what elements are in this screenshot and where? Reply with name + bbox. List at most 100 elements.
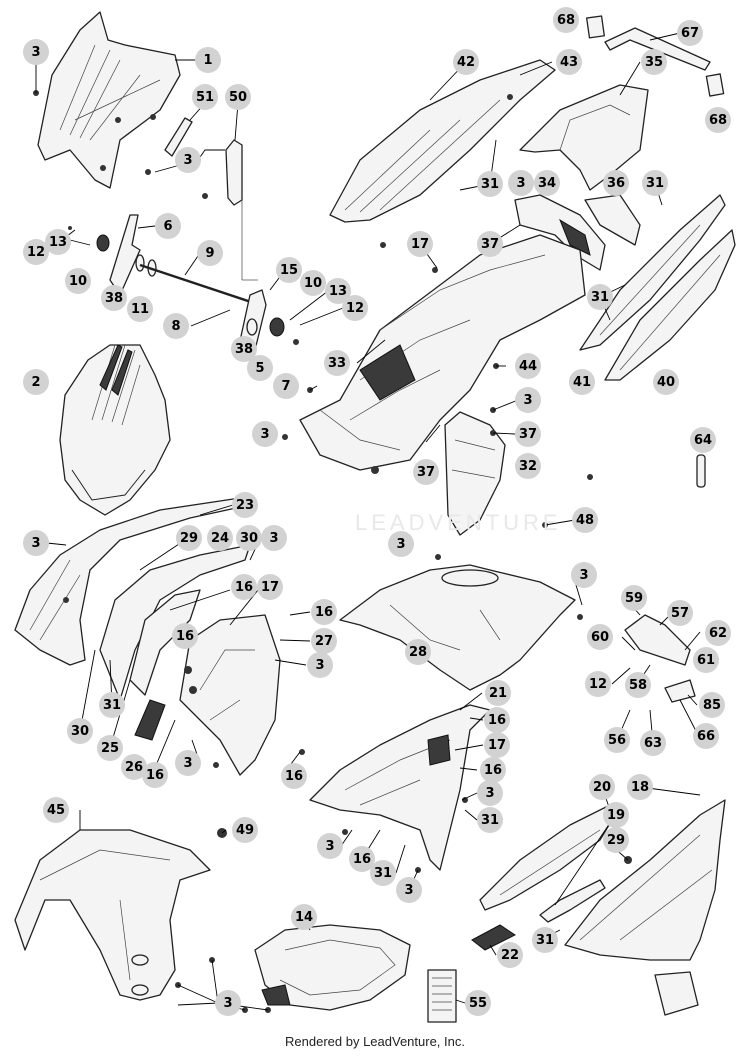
part-22-grille <box>471 924 516 951</box>
callout-circle <box>508 170 534 196</box>
callout-circle <box>640 730 666 756</box>
callout-circle <box>477 780 503 806</box>
callout-circle <box>342 295 368 321</box>
callout-circle <box>197 240 223 266</box>
callout-3: 3 <box>175 750 201 776</box>
callout-36: 36 <box>603 170 629 196</box>
callout-60: 60 <box>587 624 613 650</box>
callout-number: 3 <box>269 531 278 546</box>
callout-number: 37 <box>417 465 435 480</box>
callout-number: 3 <box>315 658 324 673</box>
callout-13: 13 <box>325 278 351 304</box>
callout-number: 35 <box>645 55 663 70</box>
callout-number: 27 <box>315 634 333 649</box>
callout-number: 55 <box>469 996 487 1011</box>
callout-number: 24 <box>211 531 229 546</box>
callout-32: 32 <box>515 453 541 479</box>
callout-3: 3 <box>317 833 343 859</box>
callout-circle <box>641 49 667 75</box>
footer-credit: Rendered by LeadVenture, Inc. <box>285 1034 465 1049</box>
callout-number: 40 <box>657 375 675 390</box>
callout-number: 17 <box>261 580 279 595</box>
callout-number: 20 <box>593 780 611 795</box>
callout-3: 3 <box>515 387 541 413</box>
callout-16: 16 <box>231 574 257 600</box>
callout-circle <box>325 278 351 304</box>
callout-number: 38 <box>105 291 123 306</box>
callout-number: 41 <box>573 375 591 390</box>
part-14-lower-cowl <box>254 924 411 1011</box>
callout-number: 3 <box>183 756 192 771</box>
callout-3: 3 <box>508 170 534 196</box>
callout-number: 34 <box>538 176 556 191</box>
callout-61: 61 <box>693 647 719 673</box>
callout-number: 10 <box>69 274 87 289</box>
callout-57: 57 <box>667 600 693 626</box>
callout-circle <box>587 624 613 650</box>
callout-3: 3 <box>175 147 201 173</box>
callout-circle <box>480 757 506 783</box>
callout-number: 3 <box>31 536 40 551</box>
callout-62: 62 <box>705 620 731 646</box>
callout-number: 43 <box>560 55 578 70</box>
callout-number: 25 <box>101 741 119 756</box>
callout-number: 19 <box>607 808 625 823</box>
callout-19: 19 <box>603 802 629 828</box>
callout-number: 31 <box>481 813 499 828</box>
callout-number: 16 <box>315 605 333 620</box>
callout-number: 3 <box>523 393 532 408</box>
callout-2: 2 <box>23 369 49 395</box>
callout-51: 51 <box>192 84 218 110</box>
callout-41: 41 <box>569 369 595 395</box>
callout-7: 7 <box>273 373 299 399</box>
callout-12: 12 <box>585 671 611 697</box>
part-68-sticker-right <box>705 73 725 97</box>
callout-circle <box>485 680 511 706</box>
callout-16: 16 <box>480 757 506 783</box>
callout-circle <box>67 718 93 744</box>
callout-circle <box>257 574 283 600</box>
part-19-trim <box>539 879 606 923</box>
callout-circle <box>621 585 647 611</box>
callout-circle <box>690 427 716 453</box>
callout-number: 63 <box>644 736 662 751</box>
callout-5: 5 <box>247 355 273 381</box>
callout-circle <box>127 296 153 322</box>
callout-number: 59 <box>625 591 643 606</box>
callout-circle <box>236 525 262 551</box>
callout-16: 16 <box>311 599 337 625</box>
callout-55: 55 <box>465 990 491 1016</box>
callout-circle <box>677 20 703 46</box>
callout-number: 56 <box>608 733 626 748</box>
callout-number: 5 <box>255 361 264 376</box>
callout-number: 3 <box>260 427 269 442</box>
callout-circle <box>477 231 503 257</box>
hardware-screws <box>33 90 632 1013</box>
part-59-side-plate <box>624 614 691 666</box>
callout-circle <box>642 170 668 196</box>
part-23-front-fairing <box>14 497 251 666</box>
callout-circle <box>572 507 598 533</box>
callout-14: 14 <box>291 904 317 930</box>
callout-number: 16 <box>488 713 506 728</box>
callout-circle <box>121 754 147 780</box>
callout-circle <box>311 628 337 654</box>
callout-49: 49 <box>232 817 258 843</box>
callout-number: 31 <box>536 933 554 948</box>
callout-number: 15 <box>280 263 298 278</box>
callout-31: 31 <box>532 927 558 953</box>
callout-circle <box>207 525 233 551</box>
part-26-grille <box>134 699 166 741</box>
callout-31: 31 <box>477 807 503 833</box>
callout-circle <box>515 453 541 479</box>
callout-number: 49 <box>236 823 254 838</box>
callout-number: 29 <box>607 833 625 848</box>
callout-circle <box>311 599 337 625</box>
part-41-side-cover <box>579 194 726 351</box>
callout-circle <box>627 774 653 800</box>
callout-circle <box>396 877 422 903</box>
callout-number: 60 <box>591 630 609 645</box>
callout-number: 21 <box>489 686 507 701</box>
callout-3: 3 <box>571 562 597 588</box>
callout-number: 3 <box>579 568 588 583</box>
